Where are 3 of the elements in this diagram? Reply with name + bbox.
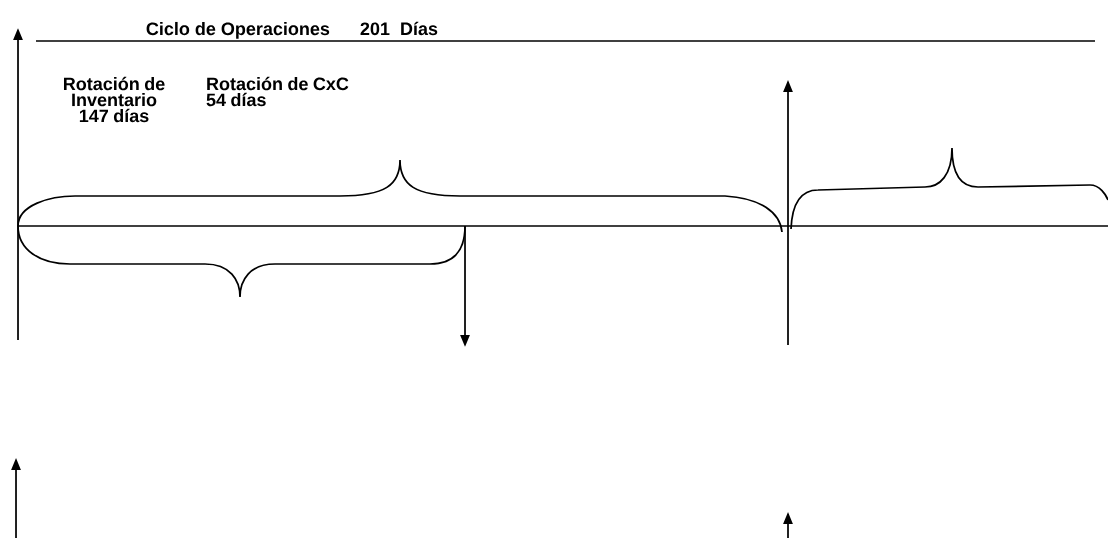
label-text: Rotación de CxC 54 días — [206, 76, 349, 107]
label-text: Rotación de Inventario 147 días — [64, 76, 165, 123]
title: Ciclo de Operaciones 201 Días — [146, 21, 438, 39]
